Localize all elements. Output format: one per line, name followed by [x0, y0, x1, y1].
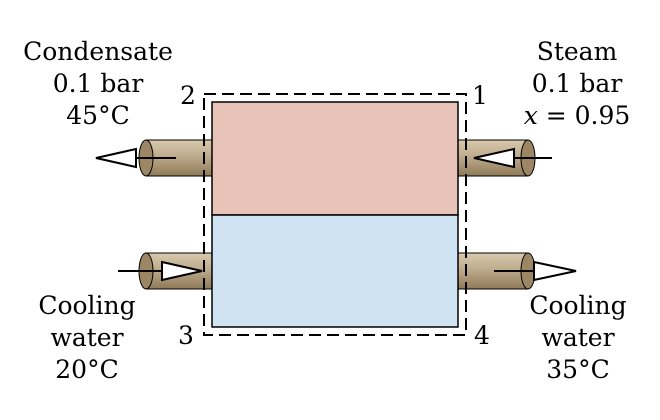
arrow-steam-in [473, 147, 552, 169]
condensate-name: Condensate [23, 37, 173, 66]
state-label-2: 2 [180, 81, 196, 110]
cooling-out-temperature: 35°C [546, 355, 610, 384]
arrow-cooling-out [494, 260, 577, 282]
state-label-1: 1 [472, 81, 488, 110]
cooling-out-line1: Cooling [529, 291, 627, 320]
steam-quality-variable: x [523, 101, 538, 130]
condensate-pressure: 0.1 bar [52, 69, 144, 98]
cold-section [211, 214, 459, 328]
control-volume-boundary [203, 93, 467, 336]
cooling-water-inlet-label: Cooling water 20°C [32, 290, 142, 386]
cooling-water-outlet-label: Cooling water 35°C [518, 290, 638, 386]
condensate-temperature: 45°C [66, 101, 130, 130]
steam-label: Steam 0.1 bar x = 0.95 [512, 36, 642, 132]
cooling-in-line1: Cooling [38, 291, 136, 320]
cooling-in-line2: water [50, 323, 124, 352]
cooling-out-line2: water [541, 323, 615, 352]
steam-quality: x = 0.95 [512, 100, 642, 132]
arrow-condensate-out [95, 147, 176, 169]
hot-section [211, 101, 459, 216]
cooling-in-temperature: 20°C [55, 355, 119, 384]
state-label-3: 3 [178, 321, 194, 350]
steam-pressure: 0.1 bar [531, 69, 623, 98]
steam-name: Steam [536, 37, 618, 66]
state-label-4: 4 [474, 321, 490, 350]
steam-quality-value: = 0.95 [537, 101, 631, 130]
arrow-cooling-in [118, 260, 203, 282]
condensate-label: Condensate 0.1 bar 45°C [18, 36, 178, 132]
